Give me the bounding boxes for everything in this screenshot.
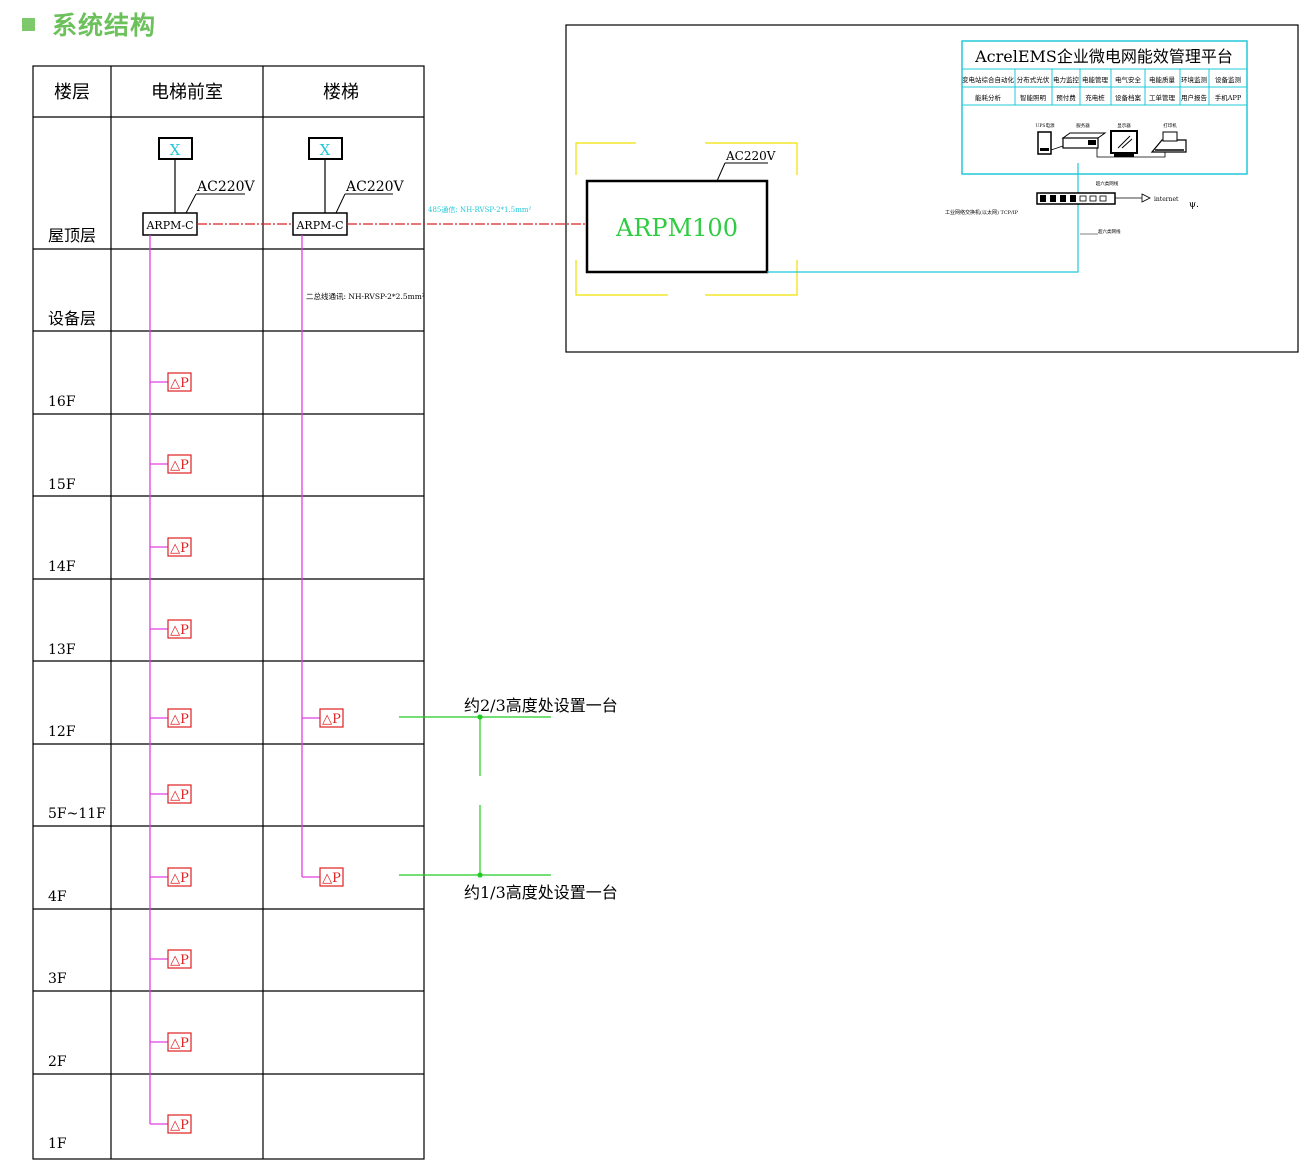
module-cell: 预付费 — [1056, 93, 1076, 102]
annotation-upper: 约2/3高度处设置一台 — [464, 696, 618, 715]
voltage-label: AC220V — [196, 179, 256, 195]
pressure-sensor-label: △P — [170, 1118, 189, 1133]
section-title: 系统结构 — [52, 11, 157, 40]
header-floor: 楼层 — [54, 82, 90, 103]
sensor-15f: △P — [150, 454, 192, 474]
module-cell: 设备监测 — [1215, 75, 1242, 84]
module-cell: 变电站综合自动化 — [962, 75, 1015, 84]
floor-label: 1F — [48, 1136, 67, 1152]
pressure-sensor-label: △P — [170, 1036, 189, 1051]
module-cell: 能耗分析 — [975, 93, 1002, 102]
server-icon — [1061, 132, 1107, 149]
floor-label: 2F — [48, 1054, 67, 1070]
floor-label: 16F — [48, 394, 76, 410]
pressure-sensor-label: △P — [322, 871, 341, 886]
system-panel-frame — [565, 24, 1299, 353]
arrow-right-icon — [1141, 193, 1151, 203]
ups-icon — [1037, 131, 1052, 155]
sensor-5f-11f: △P — [150, 784, 192, 804]
arpm100-label: ARPM100 — [615, 214, 738, 242]
internet-label: internet — [1154, 196, 1179, 203]
ethernet-line — [767, 163, 1079, 273]
device-label: 服务器 — [1076, 122, 1090, 129]
network-switch-icon — [1036, 192, 1116, 205]
header-stairs: 楼梯 — [323, 82, 359, 103]
module-cell: 智能照明 — [1020, 93, 1047, 102]
platform-box — [961, 40, 1248, 175]
module-cell: 工单管理 — [1149, 93, 1176, 102]
roof-lobby-group: X AC220V ARPM-C — [142, 137, 256, 236]
floor-label: 12F — [48, 724, 76, 740]
lan-label-top: 超六类网线 — [1096, 180, 1119, 187]
roof-stairs-group: X AC220V ARPM-C — [292, 137, 405, 236]
pressure-sensor-label: △P — [322, 712, 341, 727]
sensor-12f: △P — [150, 708, 192, 728]
module-cell: 分布式光伏 — [1017, 75, 1050, 84]
monitor-icon — [1110, 130, 1138, 157]
sensor-13f: △P — [150, 619, 192, 639]
device-label: UPS电源 — [1036, 122, 1055, 129]
pressure-sensor-label: △P — [170, 458, 189, 473]
module-cell: 电气安全 — [1115, 75, 1142, 84]
module-cell: 电能质量 — [1149, 75, 1176, 84]
lan-label-bottom: 超六类网线 — [1098, 228, 1121, 235]
stairs-sensors: △P △P — [302, 708, 344, 887]
module-cell: 手机APP — [1215, 93, 1242, 102]
voltage-label: AC220V — [345, 179, 405, 195]
table-frame — [32, 65, 425, 1160]
module-cell: 电力监控 — [1053, 75, 1080, 84]
module-cell: 环境监测 — [1181, 75, 1208, 84]
wireless-icon: ψ. — [1189, 200, 1199, 210]
floor-label: 5F~11F — [48, 806, 106, 822]
pressure-sensor-label: △P — [170, 712, 189, 727]
device-label: 打印机 — [1163, 122, 1177, 129]
fan-icon: X — [170, 141, 181, 159]
arpm100-host-box — [585, 179, 769, 274]
floor-label: 14F — [48, 559, 76, 575]
annotation-lower: 约1/3高度处设置一台 — [464, 883, 618, 902]
sensor-16f: △P — [150, 372, 192, 392]
module-cell: 电能管理 — [1082, 75, 1109, 84]
module-cell: 充电桩 — [1085, 93, 1105, 102]
fan-icon: X — [320, 141, 331, 159]
section-header: 系统结构 — [22, 6, 156, 42]
sensor-4f: △P — [150, 867, 192, 887]
title-marker-icon — [22, 17, 35, 31]
switch-label: 工业网络交换机(以太网) TCP/IP — [945, 209, 1019, 216]
floor-label: 屋顶层 — [48, 226, 96, 245]
sensor-2f: △P — [150, 1032, 192, 1052]
platform-title: AcrelEMS企业微电网能效管理平台 — [974, 47, 1233, 66]
floor-table — [32, 65, 425, 1160]
pressure-sensor-label: △P — [170, 541, 189, 556]
pressure-sensor-label: △P — [170, 871, 189, 886]
floor-label: 设备层 — [48, 309, 96, 328]
module-cell: 用户报告 — [1181, 93, 1208, 102]
floor-label: 3F — [48, 971, 67, 987]
sensor-14f: △P — [150, 537, 192, 557]
height-annotation — [399, 714, 551, 878]
printer-icon — [1150, 131, 1187, 153]
sensor-stairs-12f: △P — [302, 708, 344, 728]
pressure-sensor-label: △P — [170, 376, 189, 391]
controller-label: ARPM-C — [145, 219, 193, 232]
floor-label: 15F — [48, 477, 76, 493]
host-voltage-label: AC220V — [725, 149, 776, 163]
sensor-stairs-4f: △P — [302, 867, 344, 887]
pressure-sensor-label: △P — [170, 623, 189, 638]
rs485-label: 485通信: NH-RVSP-2*1.5mm² — [428, 205, 531, 214]
pressure-sensor-label: △P — [170, 953, 189, 968]
sensor-3f: △P — [150, 949, 192, 969]
controller-label: ARPM-C — [295, 219, 343, 232]
device-label: 显示器 — [1117, 123, 1131, 129]
module-cell: 设备档案 — [1115, 93, 1142, 102]
pressure-sensor-label: △P — [170, 788, 189, 803]
host-bracket — [575, 142, 798, 296]
floor-label: 4F — [48, 889, 67, 905]
sensor-1f: △P — [150, 1114, 192, 1134]
bus-label: 二总线通讯: NH-RVSP-2*2.5mm² — [306, 291, 425, 301]
header-elevator-lobby: 电梯前室 — [151, 82, 223, 103]
lobby-sensors: △P △P △P △P △P △P △P △P △P △P — [150, 372, 192, 1134]
floor-label: 13F — [48, 642, 76, 658]
